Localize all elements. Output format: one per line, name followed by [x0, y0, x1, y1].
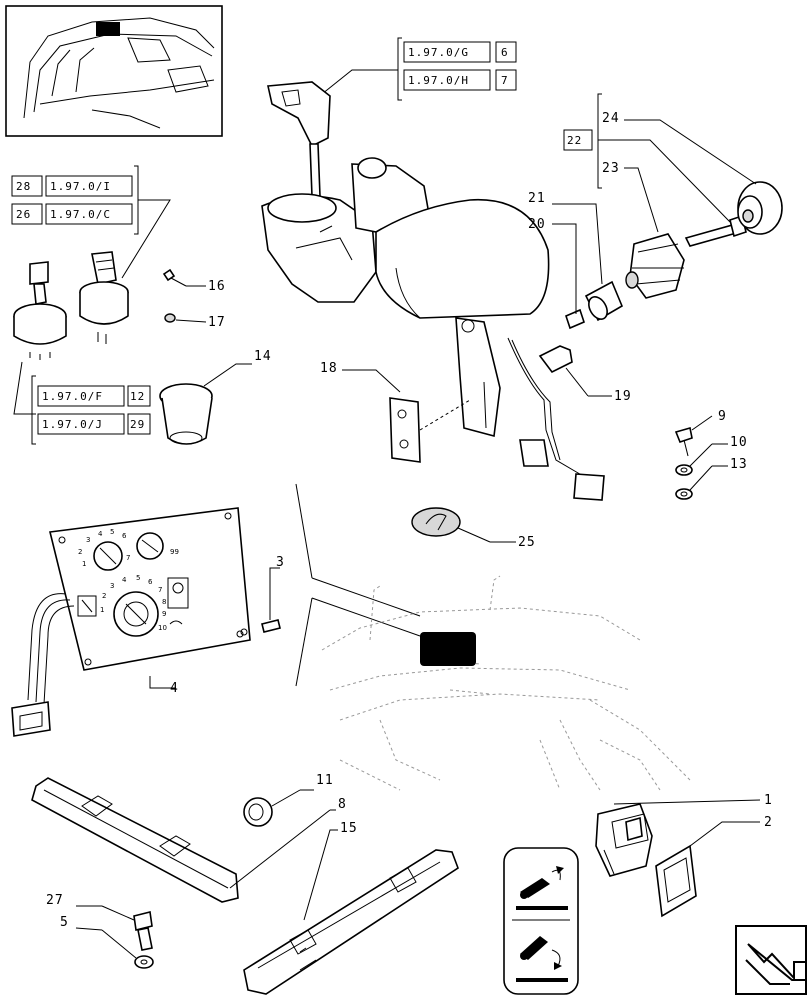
- dial-mark-bottom-6: 6: [148, 578, 153, 586]
- callout-8: 8: [338, 797, 347, 812]
- reference-group-12-29: 1.97.0/F 12 1.97.0/J 29: [13, 361, 151, 445]
- rocker-switch-1: 1: [595, 793, 773, 877]
- dial-mark-top-6: 6: [122, 532, 127, 540]
- dial-mark-top-3: 3: [86, 536, 90, 544]
- switch-cover-2: 2: [655, 815, 773, 918]
- callout-20: 20: [528, 217, 546, 232]
- ref-code-6: 1.97.0/G: [408, 46, 469, 59]
- callout-16: 16: [208, 279, 226, 294]
- callout-24: 24: [602, 111, 620, 126]
- cap-24: 24: [597, 93, 783, 235]
- callout-11: 11: [316, 773, 334, 788]
- dial-mark-top-4: 4: [98, 530, 103, 538]
- cab-location-inset: [5, 5, 223, 137]
- joystick-switch-right: [79, 251, 129, 344]
- washer-13: 13: [675, 457, 748, 500]
- callout-15: 15: [340, 821, 358, 836]
- ref-num-29: 29: [130, 418, 145, 431]
- callout-17: 17: [208, 315, 226, 330]
- callout-21: 21: [528, 191, 546, 206]
- knob-23: 23: [602, 161, 685, 299]
- trim-strip-8: 8: [31, 777, 347, 903]
- callout-3: 3: [276, 555, 285, 570]
- bushing-21: 21: [528, 191, 624, 322]
- callout-1: 1: [764, 793, 773, 808]
- screw-27: 27: [46, 893, 153, 951]
- callout-10: 10: [730, 435, 748, 450]
- dial-mark-bottom-2: 2: [102, 592, 106, 600]
- screw-9: 9: [674, 409, 727, 457]
- callout-4: 4: [170, 681, 179, 696]
- dial-mark-bottom-10: 10: [158, 624, 167, 632]
- callout-27: 27: [46, 893, 64, 908]
- callout-25: 25: [518, 535, 536, 550]
- ref-num-12: 12: [130, 390, 145, 403]
- dial-mark-top-2: 2: [78, 548, 82, 556]
- ref-num-26: 26: [16, 208, 31, 221]
- callout-14: 14: [254, 349, 272, 364]
- callout-19: 19: [614, 389, 632, 404]
- screw-16: 16: [162, 268, 226, 294]
- washer-10: 10: [675, 435, 748, 476]
- dial-mark-bottom-3: 3: [110, 582, 114, 590]
- dial-mark-top-1: 1: [82, 560, 86, 568]
- callout-13: 13: [730, 457, 748, 472]
- dial-mark-bottom-5: 5: [136, 574, 140, 582]
- ref-code-26: 1.97.0/C: [50, 208, 111, 221]
- dial-mark-bottom-7: 7: [158, 586, 162, 594]
- callout-5: 5: [60, 915, 69, 930]
- ref-num-28: 28: [16, 180, 31, 193]
- dial-mark-top-right: 99: [170, 548, 179, 556]
- control-panel-4: 1 2 3 4 5 6 7 99 1 2 3 4 5 6 7 8 9 10: [11, 507, 251, 737]
- ref-num-6: 6: [501, 46, 509, 59]
- grommet-11: 11: [243, 773, 334, 827]
- callout-23: 23: [602, 161, 620, 176]
- pointer-line-lower: [295, 597, 313, 687]
- next-page-arrow-icon[interactable]: [735, 925, 807, 995]
- bolt-22: 22: [563, 129, 747, 247]
- dial-mark-bottom-8: 8: [162, 598, 166, 606]
- callout-2: 2: [764, 815, 773, 830]
- panel-15: 15: [243, 821, 459, 995]
- nut-17: 17: [164, 313, 226, 330]
- dial-mark-top-7: 7: [126, 554, 130, 562]
- ref-code-29: 1.97.0/J: [42, 418, 103, 431]
- dial-mark-bottom-1: 1: [100, 606, 104, 614]
- lift-raise-icon: [516, 866, 568, 910]
- ref-num-7: 7: [501, 74, 509, 87]
- emblem-25: 25: [411, 507, 536, 550]
- ref-num-22: 22: [567, 134, 582, 147]
- ref-code-7: 1.97.0/H: [408, 74, 469, 87]
- ref-code-28: 1.97.0/I: [50, 180, 111, 193]
- dial-mark-bottom-4: 4: [122, 576, 127, 584]
- reference-group-28-26: 28 1.97.0/I 26 1.97.0/C: [11, 165, 171, 279]
- cup-holder-14: 14: [159, 349, 272, 445]
- washer-5: 5: [60, 915, 154, 969]
- lift-lower-icon: [516, 936, 568, 982]
- ref-code-12: 1.97.0/F: [42, 390, 103, 403]
- reference-group-6-7: 1.97.0/G 6 1.97.0/H 7: [321, 37, 517, 101]
- armrest-console-assembly: 19 18: [261, 81, 632, 501]
- pointer-line-mid: [311, 577, 421, 617]
- lift-labels-panel: [503, 847, 579, 995]
- callout-9: 9: [718, 409, 727, 424]
- pointer-line-upper: [295, 483, 313, 579]
- spacer-20: 20: [528, 217, 585, 330]
- dial-mark-top-5: 5: [110, 528, 114, 536]
- dial-mark-bottom-9: 9: [162, 610, 166, 618]
- callout-18: 18: [320, 361, 338, 376]
- cab-outline-ghost: [321, 575, 691, 791]
- joystick-switch-left: [13, 261, 67, 360]
- screw-3: 3: [240, 555, 285, 636]
